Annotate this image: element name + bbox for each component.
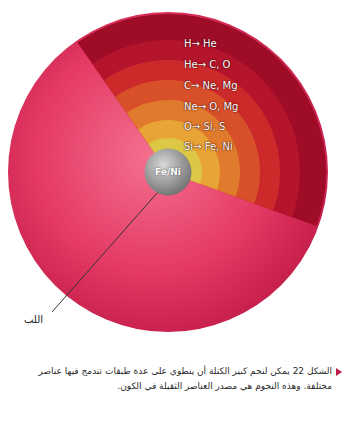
core-circle: Fe/Ni	[144, 148, 192, 196]
caption-marker	[336, 368, 342, 376]
cutaway-layers	[77, 14, 326, 226]
layer-reaction: H→ He	[184, 38, 217, 50]
layer-reaction: C→ Ne, Mg	[184, 80, 238, 92]
core-label: Fe/Ni	[155, 167, 181, 177]
part-name: اللب	[24, 314, 43, 326]
leader-line	[52, 192, 158, 312]
layer-reaction: Si→ Fe, Ni	[184, 141, 233, 153]
layer-reaction: O→ Si, S	[184, 121, 225, 133]
star-layer	[77, 14, 326, 226]
star-layer	[115, 80, 260, 203]
star-layer	[127, 100, 240, 197]
star-layer	[92, 40, 300, 217]
figure-caption: الشكل 22 يمكن لنجم كبير الكتلة أن ينطوي …	[10, 364, 332, 394]
layer-reaction: Ne→ O, Mg	[184, 101, 238, 113]
star-sphere	[8, 12, 328, 332]
core-sphere	[145, 149, 192, 196]
layer-reaction: He→ C, O	[184, 59, 230, 71]
star-layer	[104, 60, 280, 210]
